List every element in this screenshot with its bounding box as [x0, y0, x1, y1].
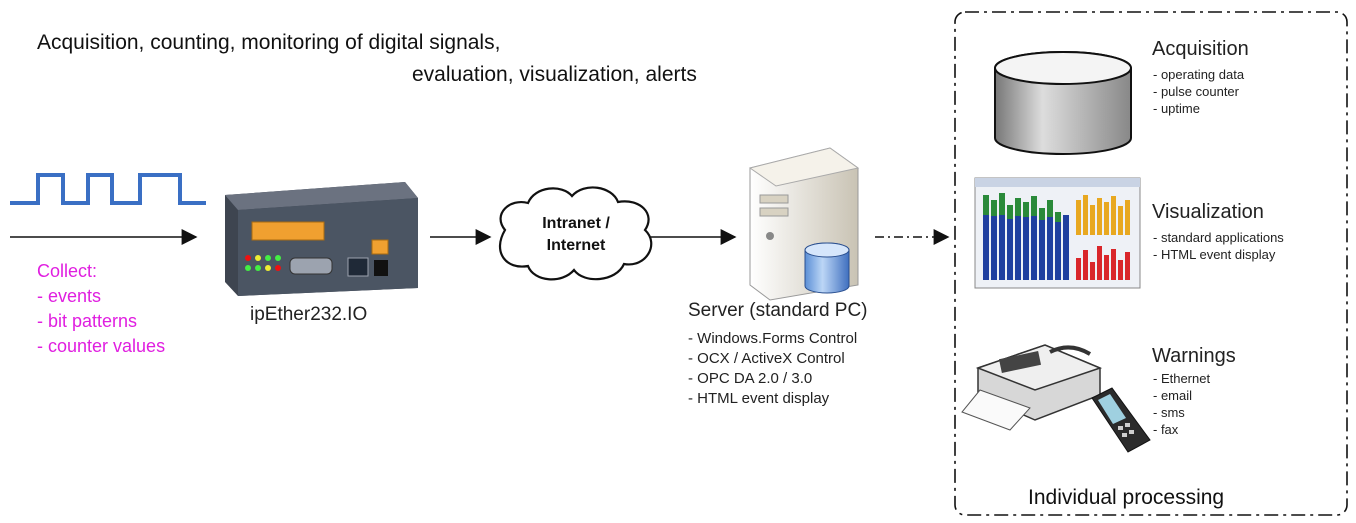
signal-waveform — [10, 173, 206, 205]
cloud-label-line-1: Intranet / — [542, 215, 610, 232]
collect-item: - counter values — [37, 336, 166, 356]
visualization-chart-image — [974, 177, 1141, 289]
warnings-item: - fax — [1153, 422, 1179, 437]
acquisition-list: - operating data - pulse counter - uptim… — [1153, 66, 1244, 117]
warnings-list: - Ethernet - email - sms - fax — [1153, 370, 1210, 438]
fax-machine-image — [961, 344, 1103, 431]
device-label: ipEther232.IO — [250, 304, 368, 325]
cloud-label: Intranet / Internet — [533, 213, 619, 257]
collect-item: - events — [37, 286, 102, 306]
server-feature-item: - HTML event display — [688, 390, 830, 407]
server-feature-item: - OCX / ActiveX Control — [688, 350, 845, 367]
header-line-2: evaluation, visualization, alerts — [412, 63, 697, 86]
server-features: - Windows.Forms Control - OCX / ActiveX … — [688, 329, 857, 409]
warnings-title: Warnings — [1152, 345, 1236, 367]
processing-panel-border — [954, 11, 1348, 516]
collect-title: Collect: — [37, 261, 98, 281]
visualization-item: - HTML event display — [1153, 247, 1276, 262]
acquisition-title: Acquisition — [1152, 38, 1249, 60]
panel-footer-title: Individual processing — [1028, 486, 1225, 509]
acquisition-item: - uptime — [1153, 101, 1200, 116]
visualization-title: Visualization — [1152, 201, 1264, 223]
warnings-item: - sms — [1153, 405, 1185, 420]
acquisition-item: - operating data — [1153, 67, 1245, 82]
acquisition-item: - pulse counter — [1153, 84, 1239, 99]
device-image — [225, 182, 418, 296]
server-image — [748, 147, 860, 301]
visualization-list: - standard applications - HTML event dis… — [1153, 229, 1284, 263]
visualization-item: - standard applications — [1153, 230, 1284, 245]
collect-block: Collect: - events - bit patterns - count… — [37, 259, 165, 359]
warnings-item: - email — [1153, 388, 1193, 403]
collect-item: - bit patterns — [37, 311, 138, 331]
warnings-item: - Ethernet — [1153, 371, 1211, 386]
mobile-phone-image — [1091, 387, 1151, 453]
cloud-label-line-2: Internet — [546, 237, 606, 254]
server-title: Server (standard PC) — [688, 300, 868, 321]
cloud-shape — [499, 186, 653, 281]
server-feature-item: - OPC DA 2.0 / 3.0 — [688, 370, 813, 387]
server-feature-item: - Windows.Forms Control — [688, 330, 858, 347]
database-image — [994, 51, 1132, 155]
header-line-1: Acquisition, counting, monitoring of dig… — [37, 31, 501, 54]
